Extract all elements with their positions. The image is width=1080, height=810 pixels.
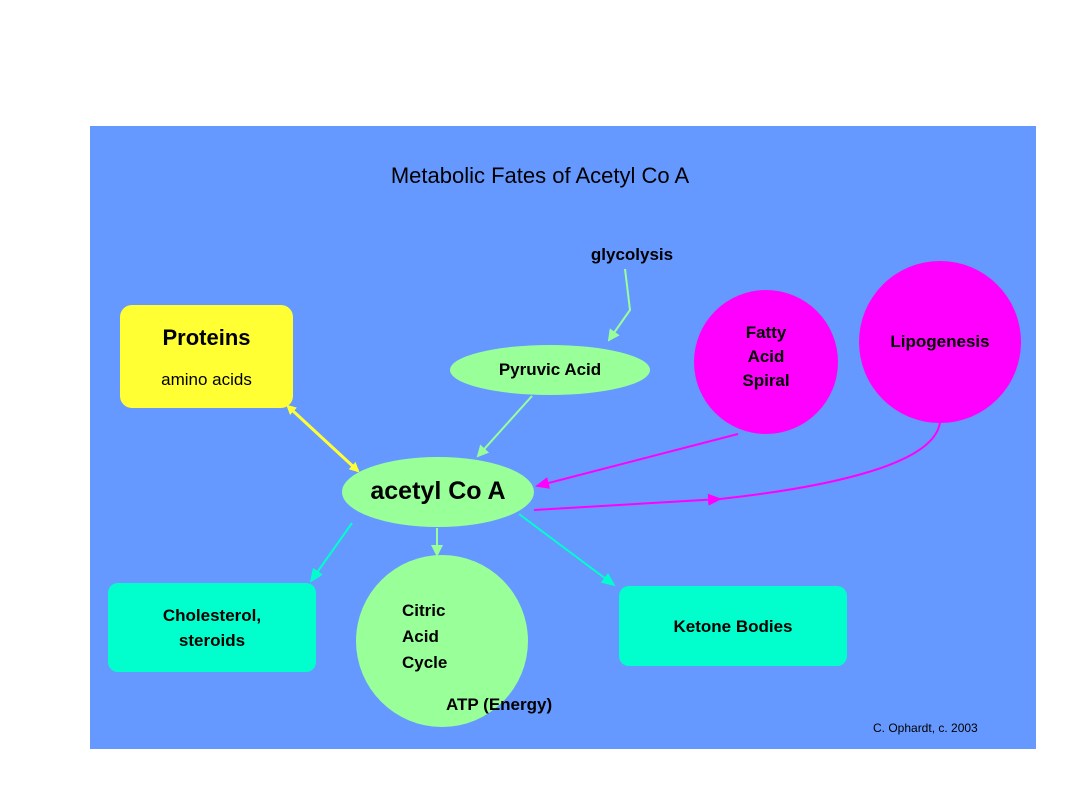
cholesterol-label-1: Cholesterol, — [162, 606, 262, 625]
citric-label-1: Citric — [402, 601, 446, 620]
acetyl-to-lipogenesis-arrow — [533, 493, 722, 511]
lipogenesis-curve — [719, 415, 942, 500]
fatty-acid-spiral-node — [694, 290, 838, 434]
proteins-box — [120, 305, 293, 408]
proteins-acetyl-arrow — [286, 404, 360, 473]
pyruvate-to-acetyl-arrow — [476, 395, 533, 458]
citric-label-2: Acid — [402, 627, 439, 646]
ketone-bodies-box — [619, 586, 847, 666]
acetyl-coa-node — [342, 457, 534, 527]
citric-label-3: Cycle — [402, 653, 448, 672]
fatty-acid-label-3: Spiral — [742, 371, 790, 390]
diagram-title: Metabolic Fates of Acetyl Co A — [390, 163, 690, 188]
lipogenesis-node — [859, 261, 1021, 423]
citric-acid-cycle-node — [356, 555, 528, 727]
pyruvic-acid-label: Pyruvic Acid — [498, 360, 602, 379]
glycolysis-label: glycolysis — [590, 245, 674, 264]
atp-label: ATP (Energy) — [446, 695, 553, 714]
fatty-acid-label-1: Fatty — [745, 323, 787, 342]
fatty-acid-label-2: Acid — [747, 347, 785, 366]
proteins-label: Proteins — [162, 325, 251, 350]
fatty-acid-to-acetyl-arrow — [535, 433, 739, 489]
pyruvic-acid-node — [450, 345, 650, 395]
acetyl-to-cholesterol-arrow — [309, 522, 353, 583]
ketone-bodies-label: Ketone Bodies — [673, 617, 793, 636]
acetyl-coa-label: acetyl Co A — [370, 477, 506, 505]
glycolysis-arrow — [607, 268, 632, 342]
cholesterol-label-2: steroids — [178, 631, 246, 650]
amino-acids-label: amino acids — [161, 370, 252, 389]
credit-text: C. Ophardt, c. 2003 — [873, 721, 978, 735]
acetyl-to-ketone-arrow — [518, 513, 616, 587]
lipogenesis-label: Lipogenesis — [890, 332, 990, 351]
cholesterol-box — [108, 583, 316, 672]
